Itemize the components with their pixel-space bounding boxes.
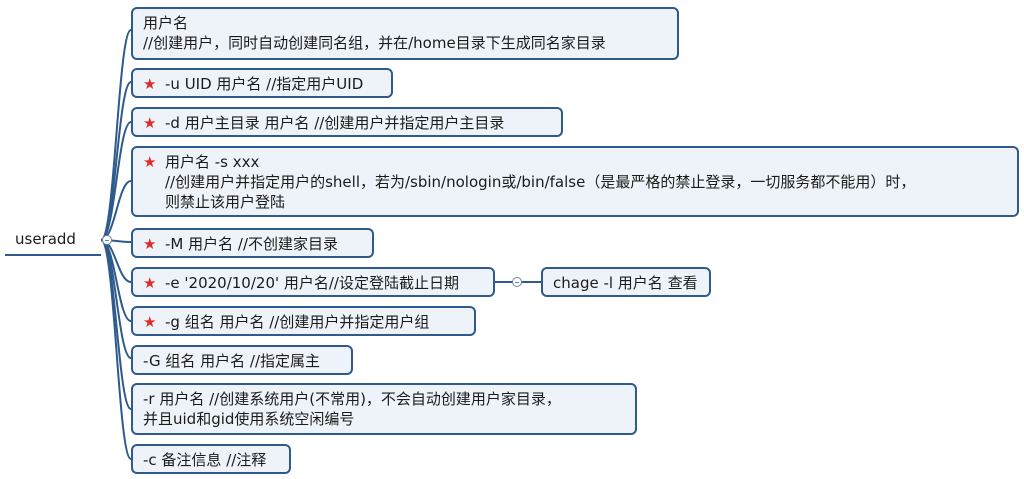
- branch-line: 用户名: [143, 14, 189, 32]
- collapse-toggle-icon[interactable]: [512, 277, 522, 287]
- star-icon: ★: [143, 114, 157, 132]
- branch-node-uid[interactable]: ★ -u UID 用户名 //指定用户UID: [131, 68, 393, 98]
- branch-node-system-user[interactable]: -r 用户名 //创建系统用户(不常用)，不会自动创建用户家目录， 并且uid和…: [131, 383, 637, 435]
- star-icon: ★: [143, 153, 157, 171]
- branch-node-no-home[interactable]: ★ -M 用户名 //不创建家目录: [131, 228, 374, 258]
- branch-line: -d 用户主目录 用户名 //创建用户并指定用户主目录: [165, 114, 505, 132]
- collapse-toggle-icon[interactable]: [102, 235, 112, 245]
- star-icon: ★: [143, 235, 157, 253]
- branch-line: -c 备注信息 //注释: [143, 451, 267, 469]
- star-icon: ★: [143, 75, 157, 93]
- branch-line: 则禁止该用户登陆: [165, 193, 286, 211]
- branch-line: //创建用户，同时自动创建同名组，并在/home目录下生成同名家目录: [143, 34, 606, 52]
- sub-node-chage[interactable]: chage -l 用户名 查看: [541, 267, 711, 297]
- star-icon: ★: [143, 274, 157, 292]
- branch-line: -G 组名 用户名 //指定属主: [143, 352, 320, 370]
- root-node-useradd[interactable]: useradd: [5, 224, 101, 256]
- branch-line: //创建用户并指定用户的shell，若为/sbin/nologin或/bin/f…: [165, 173, 916, 191]
- branch-node-home-dir[interactable]: ★ -d 用户主目录 用户名 //创建用户并指定用户主目录: [131, 107, 563, 137]
- star-icon: ★: [143, 313, 157, 331]
- branch-node-group[interactable]: ★ -g 组名 用户名 //创建用户并指定用户组: [131, 306, 476, 336]
- branch-line: -e '2020/10/20' 用户名//设定登陆截止日期: [165, 274, 459, 292]
- branch-node-supplementary-group[interactable]: -G 组名 用户名 //指定属主: [131, 345, 353, 375]
- branch-line: 并且uid和gid使用系统空闲编号: [143, 410, 355, 428]
- branch-line: chage -l 用户名 查看: [553, 274, 698, 292]
- branch-line: 用户名 -s xxx: [165, 153, 260, 171]
- branch-node-shell[interactable]: ★ 用户名 -s xxx //创建用户并指定用户的shell，若为/sbin/n…: [131, 146, 1019, 217]
- branch-line: -u UID 用户名 //指定用户UID: [165, 75, 364, 93]
- branch-node-default[interactable]: 用户名 //创建用户，同时自动创建同名组，并在/home目录下生成同名家目录: [131, 7, 679, 60]
- branch-line: -g 组名 用户名 //创建用户并指定用户组: [165, 313, 430, 331]
- branch-line: -M 用户名 //不创建家目录: [165, 235, 338, 253]
- root-label: useradd: [15, 230, 76, 248]
- branch-node-comment[interactable]: -c 备注信息 //注释: [131, 444, 291, 474]
- branch-node-expire[interactable]: ★ -e '2020/10/20' 用户名//设定登陆截止日期: [131, 267, 495, 297]
- branch-line: -r 用户名 //创建系统用户(不常用)，不会自动创建用户家目录，: [143, 390, 561, 408]
